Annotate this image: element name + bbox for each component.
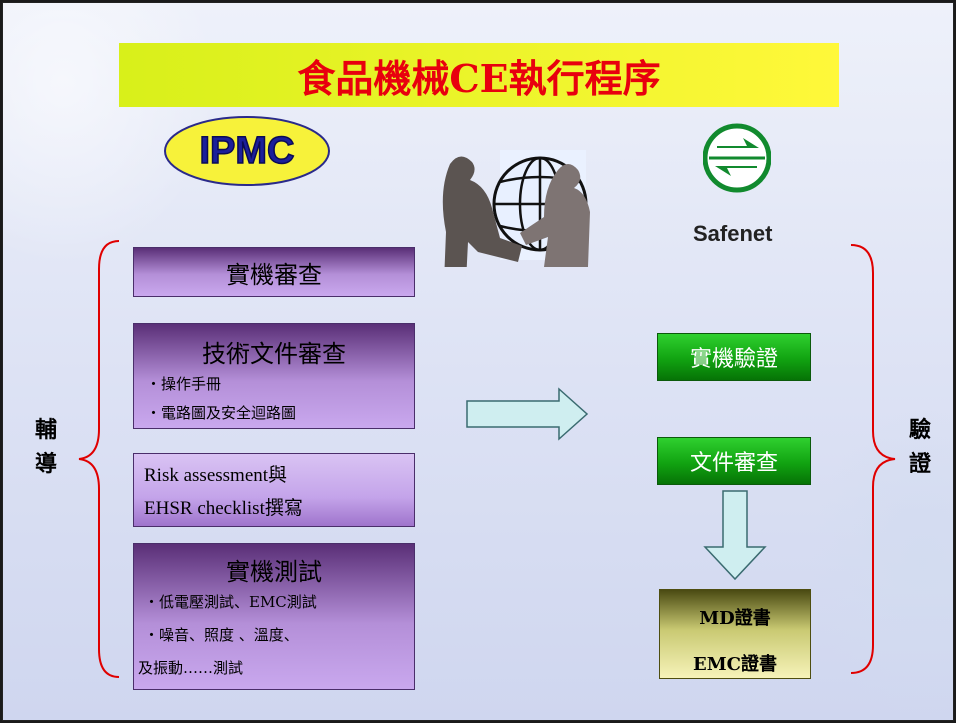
tech-doc-item-2: ・電路圖及安全迴路圖 xyxy=(146,404,297,422)
risk-line-2: EHSR checklist撰寫 xyxy=(144,498,303,519)
left-side-label: 輔 導 xyxy=(35,413,61,481)
down-arrow-icon xyxy=(703,490,767,581)
right-label-char-2: 證 xyxy=(909,451,932,477)
safenet-logo xyxy=(703,118,771,200)
emc-certificate-label: EMC證書 xyxy=(693,654,777,675)
risk-assessment-box: Risk assessment與 EHSR checklist撰寫 xyxy=(133,453,415,527)
machine-review-box: 實機審查 xyxy=(133,247,415,297)
left-label-char-2: 導 xyxy=(35,451,58,477)
slide-title: 食品機械CE執行程序 xyxy=(119,43,839,107)
right-brace xyxy=(850,244,896,674)
certificate-box: MD證書 EMC證書 xyxy=(659,589,811,679)
machine-test-box: 實機測試 ・低電壓測試、EMC測試 ・噪音、照度 、溫度、 及振動……測試 xyxy=(133,543,415,690)
right-arrow-icon xyxy=(466,387,589,441)
tech-doc-heading: 技術文件審查 xyxy=(202,340,346,368)
doc-review-box: 文件審查 xyxy=(657,437,811,485)
right-side-label: 驗 證 xyxy=(909,413,935,481)
ipmc-logo-text: IPMC xyxy=(200,130,295,172)
machine-verification-label: 實機驗證 xyxy=(689,347,778,372)
machine-test-heading: 實機測試 xyxy=(226,558,322,586)
tech-doc-review-box: 技術文件審查 ・操作手冊 ・電路圖及安全迴路圖 xyxy=(133,323,415,429)
ipmc-logo: IPMC xyxy=(163,115,331,187)
doc-review-label: 文件審查 xyxy=(689,451,778,476)
handshake-globe-icon xyxy=(440,140,593,267)
machine-review-label: 實機審查 xyxy=(226,260,322,289)
tech-doc-item-1: ・操作手冊 xyxy=(146,375,222,393)
md-certificate-label: MD證書 xyxy=(699,608,771,629)
left-label-char-1: 輔 xyxy=(35,417,58,443)
right-label-char-1: 驗 xyxy=(909,417,932,443)
risk-line-1: Risk assessment與 xyxy=(144,465,288,486)
machine-verification-box: 實機驗證 xyxy=(657,333,811,381)
machine-test-line-1: ・低電壓測試、EMC測試 xyxy=(144,593,317,611)
left-brace xyxy=(78,240,120,678)
machine-test-line-2: ・噪音、照度 、溫度、 xyxy=(144,626,299,644)
safenet-label: Safenet xyxy=(693,221,773,246)
machine-test-line-3: 及振動……測試 xyxy=(138,659,244,677)
